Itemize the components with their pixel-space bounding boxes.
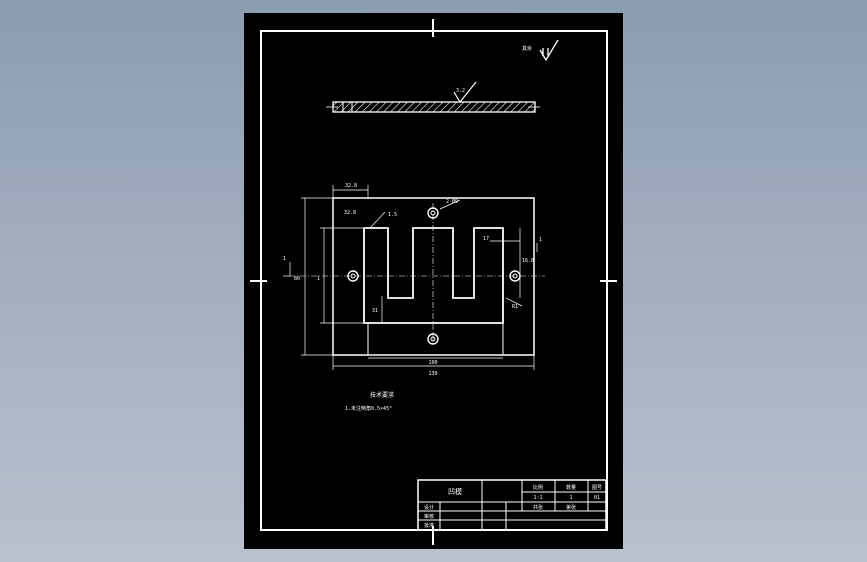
title-approver: 批准 (424, 522, 434, 529)
notes-title: 技术要求 (370, 391, 394, 399)
section-roughness: 3.2 (456, 88, 465, 94)
title-material-value: 1:1 (533, 495, 542, 501)
roughness-symbol-global (539, 39, 559, 62)
dim-top-height: 32.8 (344, 210, 356, 216)
plate-outline (332, 197, 535, 356)
section-marker-right: 1 (539, 237, 542, 243)
dim-chamfer: 1.5 (388, 212, 397, 218)
title-sheet-header: 图号 (592, 485, 602, 491)
dim-inner-small: 31 (372, 308, 378, 314)
dim-slot: 17 (483, 236, 489, 242)
centering-marks (250, 19, 617, 545)
cavity-outline (363, 227, 504, 324)
dim-hole-note: 2-Ø9 (446, 198, 458, 205)
title-checker: 审核 (424, 513, 434, 520)
dim-corner-radius: R1 (512, 304, 518, 310)
dim-inner-width: 100 (428, 360, 437, 366)
section-marker-left: 1 (283, 256, 286, 262)
notes-line-1: 1.未注倒角0.5×45° (345, 405, 392, 412)
title-part-name: 凹模 (448, 487, 462, 496)
mounting-holes (347, 207, 521, 345)
title-block (417, 479, 607, 531)
drawing-sheet (244, 13, 623, 549)
roughness-label-global: 其余 (522, 45, 532, 52)
dim-side-left: 80 (294, 276, 300, 282)
title-designer: 设计 (424, 504, 434, 511)
title-quantity-value: 1 (569, 495, 572, 501)
dim-top-width: 32.8 (345, 183, 357, 189)
plan-view (283, 185, 545, 370)
title-sheet: 第张 (566, 504, 576, 511)
dimension-lines (283, 185, 538, 370)
section-view (326, 81, 540, 113)
title-drawing-no: 01 (594, 495, 600, 501)
dim-outer-width: 130 (428, 371, 437, 377)
title-weight: 共张 (533, 504, 543, 511)
dim-side-right: 16.8 (522, 258, 534, 264)
title-material-header: 比例 (533, 484, 543, 491)
dim-side-short: 1 (317, 276, 320, 282)
title-quantity-header: 数量 (566, 484, 576, 491)
